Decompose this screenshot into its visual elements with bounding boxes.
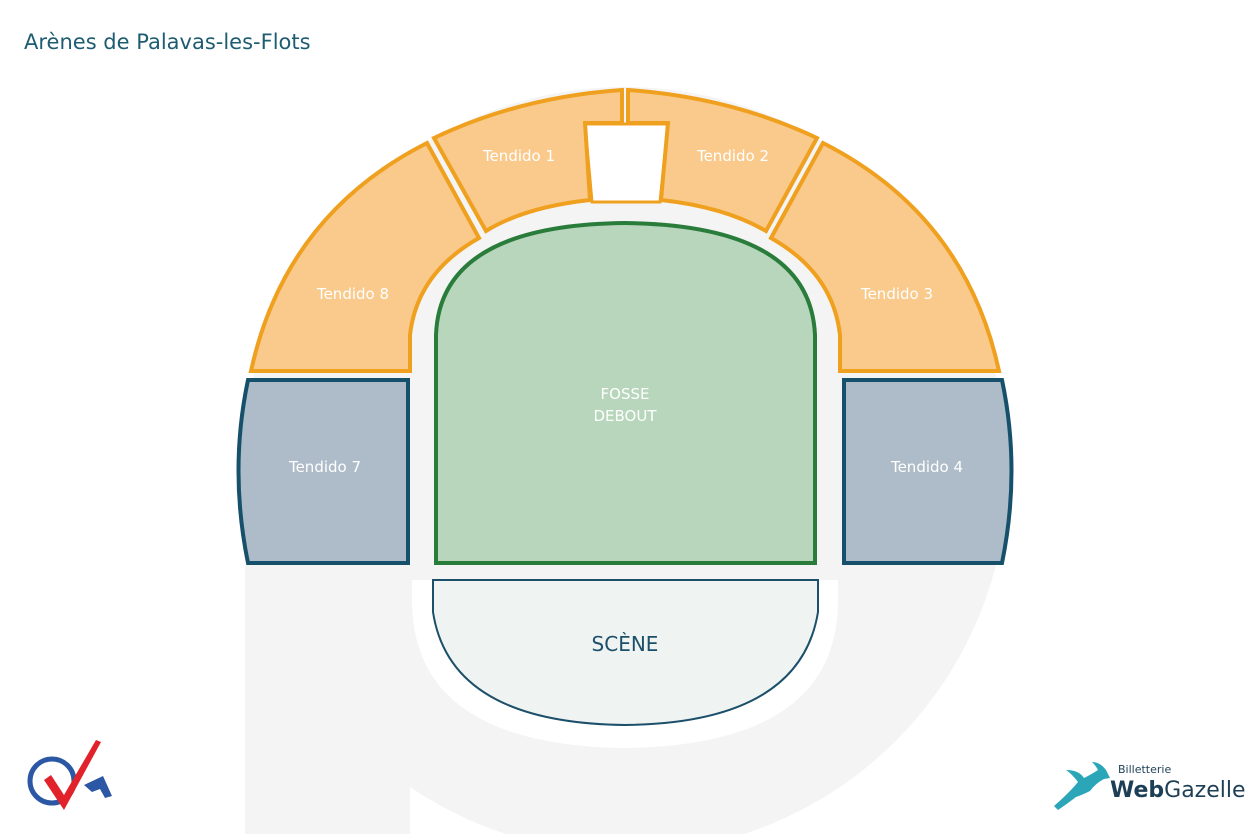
gazelle-icon xyxy=(1054,762,1110,810)
stage-label: SCÈNE xyxy=(592,632,659,656)
section-label-fosse-line2: DEBOUT xyxy=(593,407,657,425)
section-tendido-8[interactable]: Tendido 8 xyxy=(248,140,482,373)
section-tendido-7[interactable]: Tendido 7 xyxy=(236,378,410,565)
section-label-tendido-7: Tendido 7 xyxy=(288,458,361,476)
section-label-tendido-3: Tendido 3 xyxy=(860,285,933,303)
section-tendido-3[interactable]: Tendido 3 xyxy=(768,140,1002,373)
checkmark-logo-icon xyxy=(27,740,112,810)
section-tendido-2[interactable]: Tendido 2 xyxy=(626,87,820,234)
webgazelle-logo: Billetterie WebGazelle xyxy=(1054,762,1246,810)
section-label-tendido-1: Tendido 1 xyxy=(482,147,555,165)
section-tendido-1[interactable]: Tendido 1 xyxy=(431,87,624,234)
section-label-fosse-line1: FOSSE xyxy=(601,385,650,403)
section-label-tendido-2: Tendido 2 xyxy=(696,147,769,165)
section-label-tendido-8: Tendido 8 xyxy=(316,285,389,303)
section-label-tendido-4: Tendido 4 xyxy=(890,458,963,476)
brand-gazelle: Gazelle xyxy=(1164,778,1245,803)
page-title: Arènes de Palavas-les-Flots xyxy=(24,30,311,54)
section-fosse-debout[interactable]: FOSSE DEBOUT xyxy=(434,220,817,565)
section-tendido-4[interactable]: Tendido 4 xyxy=(842,378,1014,565)
brand-webgazelle: WebGazelle xyxy=(1110,778,1246,803)
top-aisle xyxy=(583,122,670,204)
brand-billetterie: Billetterie xyxy=(1118,763,1171,776)
stage-scene: SCÈNE xyxy=(432,579,819,727)
brand-web: Web xyxy=(1110,778,1164,803)
